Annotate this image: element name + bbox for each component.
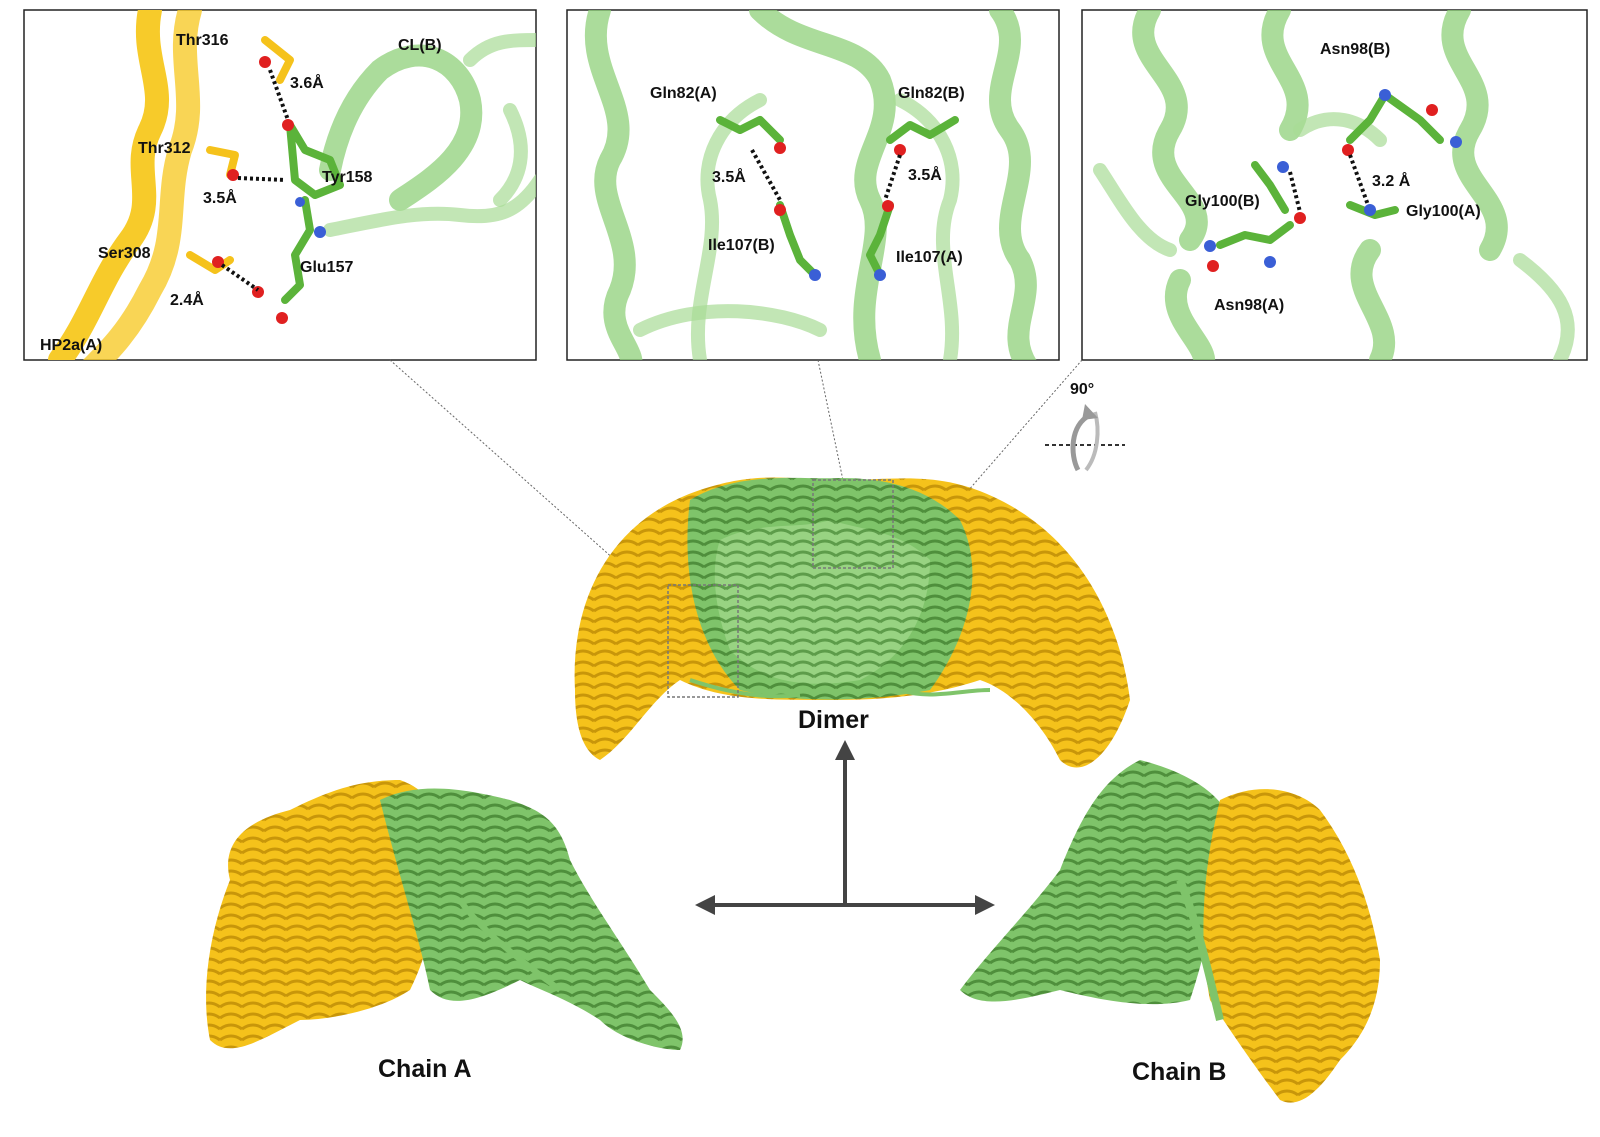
distance-3-2: 3.2 Å: [1372, 171, 1411, 190]
label-ile107-b: Ile107(B): [708, 237, 775, 254]
label-gln82-b: Gln82(B): [898, 85, 965, 102]
distance-2-4: 2.4Å: [170, 290, 204, 309]
distance-3-5-mid-right: 3.5Å: [908, 165, 942, 184]
panel-right-structure: [1093, 10, 1575, 360]
label-ser308: Ser308: [98, 245, 151, 262]
label-cl-b: CL(B): [398, 37, 442, 54]
zoom-line-middle: [817, 359, 846, 491]
label-thr316: Thr316: [176, 32, 229, 49]
rotation-label: 90°: [1070, 381, 1094, 398]
label-tyr158: Tyr158: [322, 169, 373, 186]
label-thr312: Thr312: [138, 140, 191, 157]
distance-3-5-mid-left: 3.5Å: [712, 167, 746, 186]
label-gly100-a: Gly100(A): [1406, 203, 1481, 220]
label-ile107-a: Ile107(A): [896, 249, 963, 266]
chain-a-label: Chain A: [378, 1055, 472, 1083]
distance-3-6: 3.6Å: [290, 73, 324, 92]
panel-middle-structure: [584, 10, 1037, 360]
dimer-label: Dimer: [798, 706, 869, 734]
chain-a-structure: [206, 780, 683, 1050]
label-gly100-b: Gly100(B): [1185, 193, 1260, 210]
chain-b-structure: [960, 760, 1380, 1103]
panel-left-structure: [48, 10, 536, 360]
label-gln82-a: Gln82(A): [650, 85, 717, 102]
distance-3-5-left: 3.5Å: [203, 188, 237, 207]
chain-b-label: Chain B: [1132, 1058, 1226, 1086]
panel-middle-frame: [566, 9, 1060, 361]
dimer-structure: [574, 477, 1130, 768]
zoom-line-right: [959, 359, 1083, 501]
label-asn98-a: Asn98(A): [1214, 297, 1284, 314]
label-hp2a-a: HP2a(A): [40, 337, 102, 354]
assembly-arrows: [695, 740, 995, 915]
rotation-indicator: 90°: [1045, 381, 1125, 472]
label-asn98-b: Asn98(B): [1320, 41, 1390, 58]
label-glu157: Glu157: [300, 259, 353, 276]
